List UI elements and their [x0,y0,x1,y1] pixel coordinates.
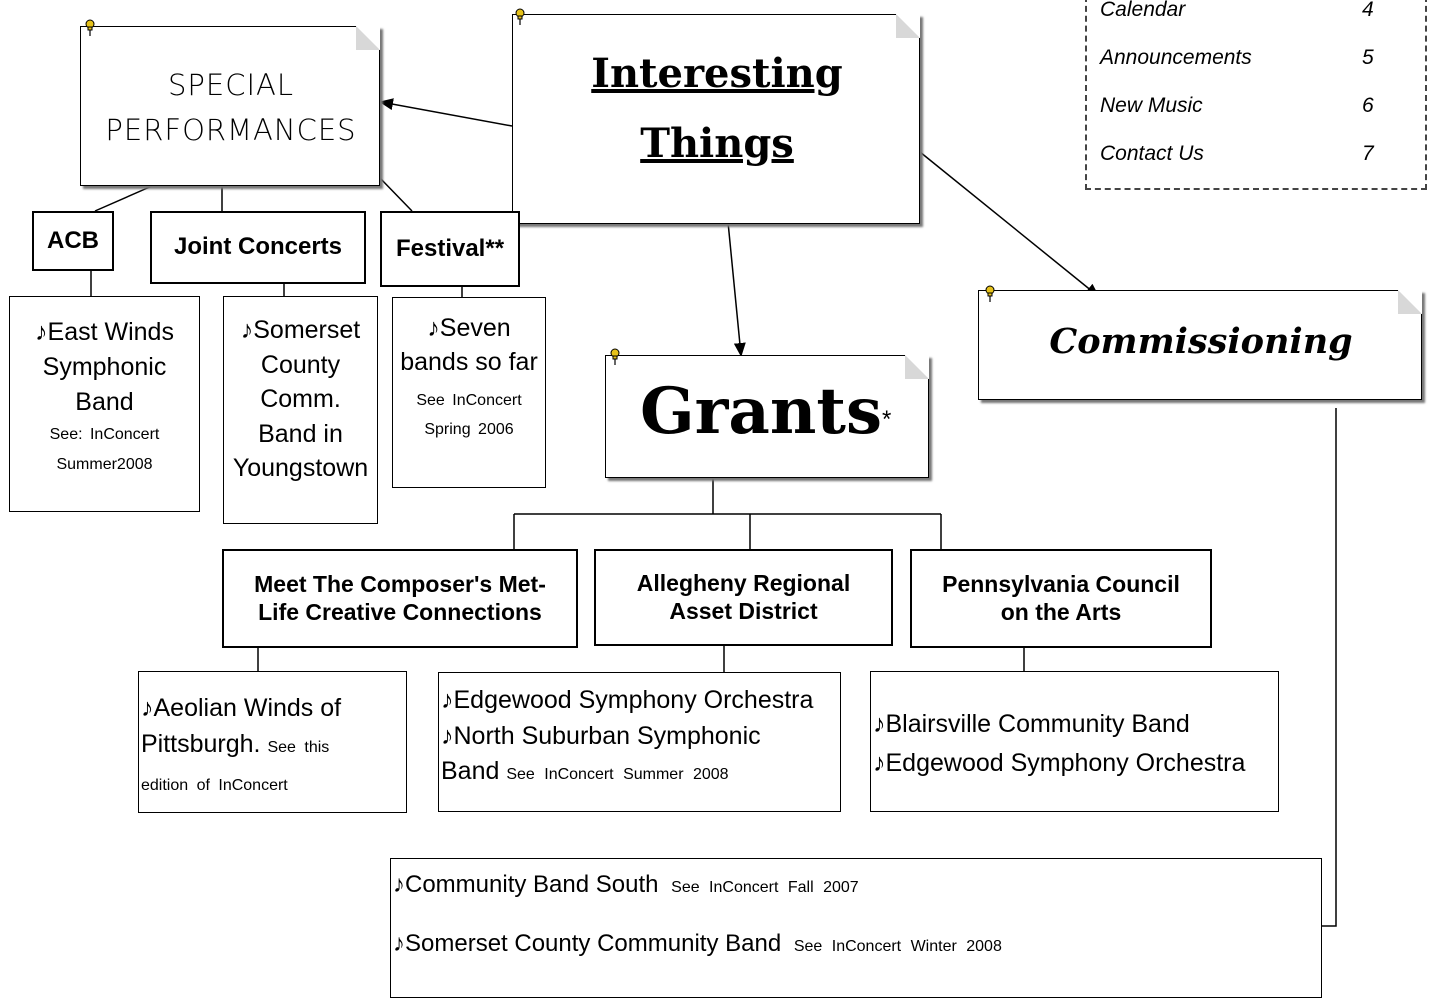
toc-page: 5 [1362,46,1374,69]
toc-label: Calendar [1100,0,1186,21]
allegheny-label-line1: Allegheny Regional [636,569,851,596]
commissioning-title: Commissioning [1049,321,1353,362]
meet-detail-main: ♪Aeolian Winds of Pittsburgh. [141,694,342,759]
toc-row[interactable]: New Music 6 [1100,94,1400,118]
toc-label: Contact Us [1100,142,1204,165]
arrow-to-special [379,98,513,127]
allegheny-detail-line2: ♪North Suburban Symphonic [441,721,761,750]
pushpin-icon [85,19,95,36]
meet-label-line2: Life Creative Connections [258,598,542,625]
joint-detail-box: ♪Somerset County Comm. Band in Youngstow… [223,296,378,524]
special-title-line2: PERFORMANCES [105,112,357,147]
joint-concerts-label: Joint Concerts [173,233,343,261]
meet-detail-ref: See this edition of InConcert [141,739,330,795]
special-title-line1: SPECIAL [167,68,295,102]
pca-label-line1: Pennsylvania Council [942,570,1180,597]
acb-box: ACB [32,211,114,271]
toc-page: 6 [1362,94,1374,117]
central-title-line1: Interesting [591,50,843,97]
page-fold-icon [896,14,920,38]
allegheny-detail-ref: See InConcert Summer 2008 [506,766,729,783]
pca-box: Pennsylvania Council on the Arts [910,549,1212,648]
acb-detail-main: ♪East Winds Symphonic Band [35,318,174,416]
pushpin-icon [610,348,620,365]
allegheny-box: Allegheny Regional Asset District [594,549,893,646]
pca-label-line2: on the Arts [1000,598,1122,625]
pca-detail-box: ♪Blairsville Community Band ♪Edgewood Sy… [870,671,1279,812]
acb-detail-box: ♪East Winds Symphonic Band See: InConcer… [9,296,200,512]
arrow-to-commissioning [919,151,1100,298]
central-title-line2: Things [640,120,794,167]
toc-row[interactable]: Calendar 4 [1100,0,1400,22]
allegheny-detail-line3: Band [441,757,500,785]
meet-composer-box: Meet The Composer's Met- Life Creative C… [222,549,578,648]
pushpin-icon [515,8,525,25]
festival-detail-ref: See InConcert Spring 2006 [416,391,522,439]
commissioning-note: Commissioning [978,290,1422,400]
meet-label-line1: Meet The Composer's Met- [254,570,546,597]
allegheny-detail-box: ♪Edgewood Symphony Orchestra ♪North Subu… [438,672,841,812]
commissioning-item1: ♪Community Band South [393,871,659,898]
pushpin-icon [985,285,995,302]
commissioning-item1-ref: See InConcert Fall 2007 [671,879,859,896]
commissioning-item2-ref: See InConcert Winter 2008 [793,938,1002,955]
grants-asterisk: * [881,406,892,433]
festival-label: Festival** [395,234,505,262]
toc-page: 4 [1362,0,1374,21]
page-fold-icon [1398,290,1422,314]
meet-detail-box: ♪Aeolian Winds of Pittsburgh. See this e… [138,671,407,813]
commissioning-item2: ♪Somerset County Community Band [393,930,782,957]
grants-note: Grants* [605,355,929,478]
arrow-to-grants [727,221,746,357]
page-fold-icon [905,355,929,379]
interesting-things-note: Interesting Things [512,14,920,224]
pca-detail-line1: ♪Blairsville Community Band [873,710,1190,738]
toc-row[interactable]: Contact Us 7 [1100,142,1400,166]
joint-detail-main: ♪Somerset County Comm. Band in Youngstow… [232,316,369,482]
table-of-contents: Calendar 4 Announcements 5 New Music 6 C… [1085,0,1427,190]
joint-concerts-box: Joint Concerts [150,211,366,284]
commissioning-detail-box: ♪Community Band South See InConcert Fall… [390,858,1322,998]
grants-title: Grants [640,374,882,449]
toc-page: 7 [1362,142,1374,165]
special-performances-note: SPECIAL PERFORMANCES [80,26,380,186]
allegheny-label-line2: Asset District [669,597,818,624]
toc-label: New Music [1100,94,1203,117]
allegheny-detail-line1: ♪Edgewood Symphony Orchestra [441,686,814,714]
festival-detail-main: ♪Seven bands so far [400,314,538,376]
pca-detail-line2: ♪Edgewood Symphony Orchestra [873,748,1246,777]
festival-box: Festival** [380,211,520,287]
toc-label: Announcements [1100,46,1252,69]
toc-row[interactable]: Announcements 5 [1100,46,1400,70]
festival-detail-box: ♪Seven bands so far See InConcert Spring… [392,297,546,488]
acb-label: ACB [47,226,99,254]
page-fold-icon [356,26,380,50]
acb-detail-ref: See: InConcert Summer2008 [49,426,160,474]
